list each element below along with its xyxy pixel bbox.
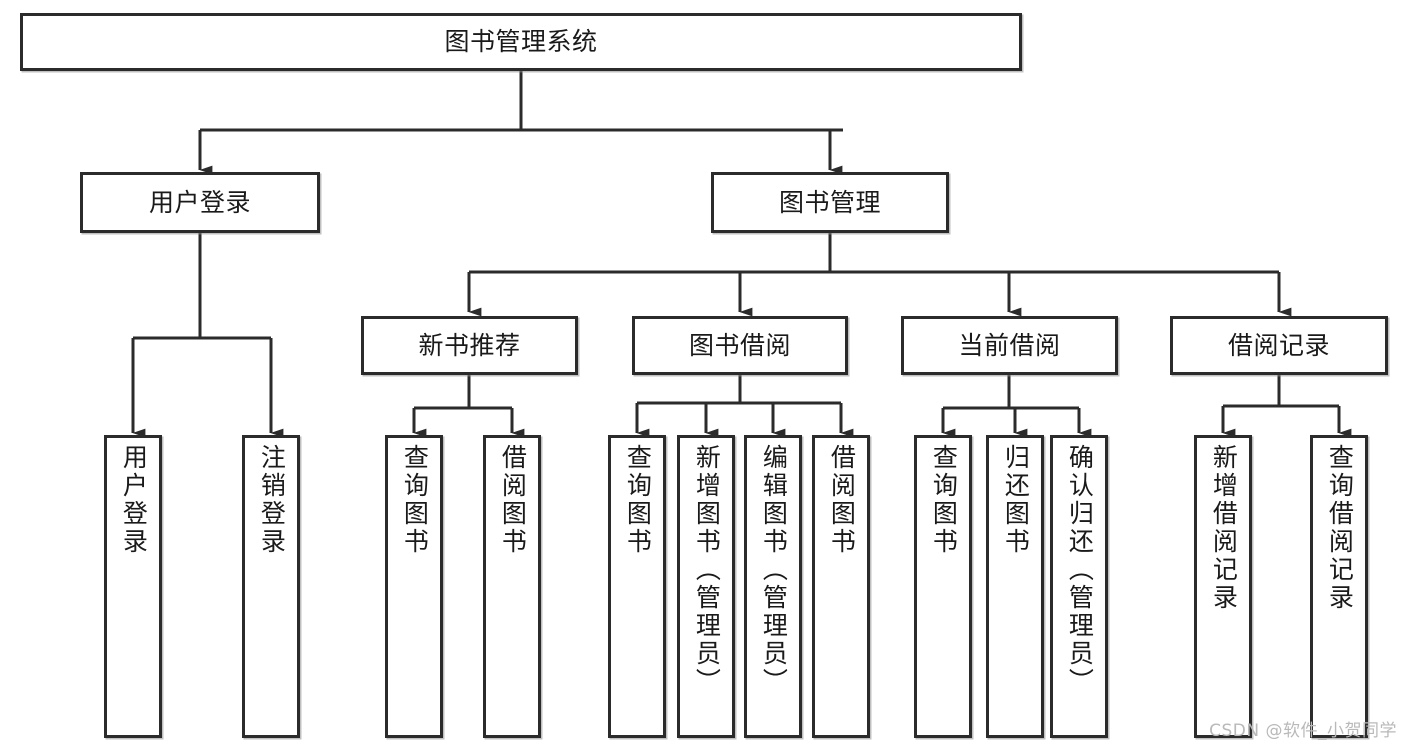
leaf-borrow-book-2-label: 借阅图书 [827,444,857,556]
leaf-query-book-1-label: 查询图书 [400,444,430,556]
leaf-edit-book[interactable]: 编辑图书（管理员） [744,435,802,738]
leaf-query-book-2-label: 查询图书 [623,444,653,556]
leaf-confirm-return-label: 确认归还（管理员） [1065,444,1095,696]
node-user-login-label: 用户登录 [148,187,251,217]
node-root[interactable]: 图书管理系统 [20,13,1022,71]
leaf-logout[interactable]: 注销登录 [242,435,300,738]
leaf-query-borrow-record-label: 查询借阅记录 [1325,444,1355,612]
leaf-borrow-book-1[interactable]: 借阅图书 [483,435,541,738]
node-current-borrow-label: 当前借阅 [958,330,1061,360]
leaf-add-borrow-record-label: 新增借阅记录 [1209,444,1239,612]
leaf-add-borrow-record[interactable]: 新增借阅记录 [1194,435,1252,738]
node-new-book-recommend-label: 新书推荐 [418,330,521,360]
node-current-borrow[interactable]: 当前借阅 [901,316,1118,375]
leaf-borrow-book-1-label: 借阅图书 [498,444,528,556]
leaf-query-book-1[interactable]: 查询图书 [385,435,443,738]
node-new-book-recommend[interactable]: 新书推荐 [361,316,578,375]
node-borrow-record[interactable]: 借阅记录 [1170,316,1388,375]
csdn-watermark: CSDN @软件_小贺同学 [1209,721,1397,741]
node-borrow-record-label: 借阅记录 [1227,330,1330,360]
leaf-query-borrow-record[interactable]: 查询借阅记录 [1310,435,1368,738]
node-book-borrow-label: 图书借阅 [688,330,791,360]
leaf-user-login[interactable]: 用户登录 [104,435,162,738]
leaf-query-book-3-label: 查询图书 [929,444,959,556]
leaf-query-book-3[interactable]: 查询图书 [914,435,972,738]
node-user-login[interactable]: 用户登录 [80,172,320,233]
node-book-management[interactable]: 图书管理 [711,172,949,233]
leaf-return-book-label: 归还图书 [1001,444,1031,556]
leaf-user-login-label: 用户登录 [119,444,149,556]
leaf-return-book[interactable]: 归还图书 [986,435,1044,738]
leaf-confirm-return[interactable]: 确认归还（管理员） [1050,435,1108,738]
leaf-edit-book-label: 编辑图书（管理员） [759,444,789,696]
leaf-add-book-label: 新增图书（管理员） [692,444,722,696]
leaf-logout-label: 注销登录 [257,444,287,556]
node-book-borrow[interactable]: 图书借阅 [632,316,848,375]
node-book-management-label: 图书管理 [778,187,881,217]
leaf-add-book[interactable]: 新增图书（管理员） [677,435,735,738]
leaf-borrow-book-2[interactable]: 借阅图书 [812,435,870,738]
node-root-label: 图书管理系统 [444,27,598,57]
leaf-query-book-2[interactable]: 查询图书 [608,435,666,738]
